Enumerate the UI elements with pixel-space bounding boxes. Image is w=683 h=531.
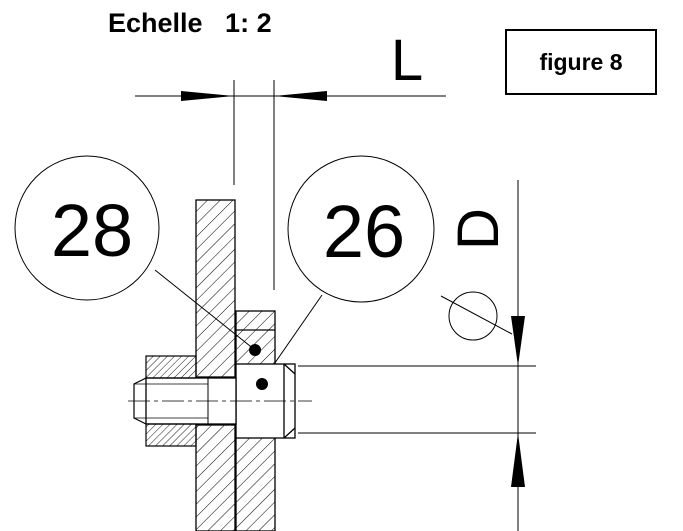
scale-title: Echelle 1: 2: [108, 8, 272, 38]
diameter-arrow-top: [511, 316, 525, 366]
length-arrow-right: [274, 91, 327, 101]
shaft-head-chamfer-top: [283, 363, 296, 375]
plate-lower-section: [195, 424, 236, 531]
bushing-lower-section: [235, 436, 276, 531]
bushing-upper-section: [235, 310, 276, 374]
nut-upper-section: [145, 355, 197, 379]
callout-26: 26: [260, 155, 435, 384]
length-symbol: L: [391, 28, 423, 93]
threaded-end: [133, 355, 209, 447]
plate-part-28: [195, 199, 236, 531]
callout-28: 28: [14, 155, 256, 351]
leader-dot-26: [256, 378, 268, 390]
callout-circle-26: [287, 155, 435, 303]
figure-label-box: figure 8: [505, 29, 657, 95]
nut-lower-section: [145, 423, 197, 447]
length-dimension: [135, 80, 446, 290]
plate-upper-section: [195, 199, 236, 378]
diameter-symbol: D: [446, 208, 511, 250]
diameter-circle: [448, 291, 498, 341]
callout-number-26: 26: [323, 190, 405, 273]
callout-circle-28: [14, 155, 160, 301]
diameter-sign: [440, 291, 513, 341]
diameter-slash: [440, 295, 513, 335]
figure-label: figure 8: [539, 48, 623, 75]
shaft-head-chamfer-bottom: [283, 427, 296, 439]
bushing-part-26: [235, 310, 276, 531]
length-arrow-left: [181, 91, 234, 101]
diameter-dimension: [298, 180, 536, 531]
leader-dot-28: [249, 344, 261, 356]
callout-number-28: 28: [51, 189, 133, 272]
diameter-arrow-bottom: [511, 433, 525, 487]
